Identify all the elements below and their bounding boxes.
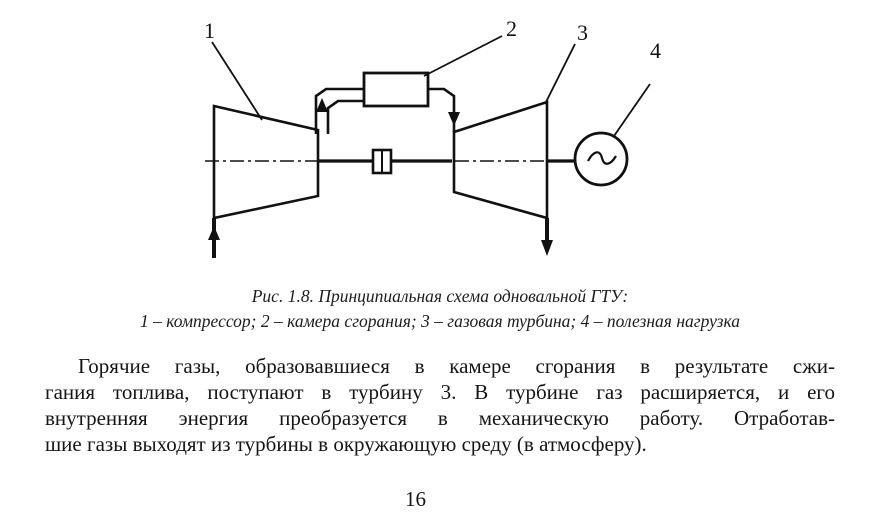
label-4-leader (613, 83, 651, 137)
paragraph-line: шие газы выходят из турбины в окружающую… (45, 432, 647, 456)
compressor-inlet-arrowhead (208, 226, 220, 240)
chamber-outlet-duct (428, 87, 456, 132)
gas-turbine-schematic: 1 2 3 4 (204, 16, 661, 258)
turbine-exhaust-arrowhead (541, 240, 553, 256)
gas-turbine-body (452, 100, 549, 220)
combustion-chamber (362, 71, 430, 108)
compressor-outlet-duct-inner (326, 99, 364, 134)
chamber-outlet-arrowhead (448, 112, 460, 126)
label-1-leader (211, 41, 263, 121)
paragraph-line: Горячие газы, образовавшиеся в камере сг… (78, 354, 835, 378)
body-paragraph: Горячие газы, образовавшиеся в камере сг… (45, 353, 835, 457)
label-3-leader (544, 43, 576, 105)
compressor-body (212, 104, 320, 220)
schematic-drawing: 1 2 3 4 (204, 16, 661, 258)
compressor-outlet-arrowhead (316, 98, 328, 112)
paragraph-line: гания топлива, поступают в турбину 3. В … (45, 380, 835, 404)
compressor-outlet-duct (314, 87, 364, 134)
figure-caption-title: Рис. 1.8. Принципиальная схема одновальн… (251, 286, 629, 306)
label-2-leader (423, 35, 503, 77)
label-2: 2 (506, 16, 517, 41)
figure-caption-legend: 1 – компрессор; 2 – камера сгорания; 3 –… (140, 311, 740, 331)
label-1: 1 (204, 18, 215, 43)
paragraph-line: внутренняя энергия преобразуется в механ… (45, 406, 835, 430)
book-page: 1 2 3 4 Рис. 1.8. Принципиальная схема о… (45, 16, 835, 511)
payload-generator (573, 131, 629, 187)
page-number: 16 (405, 487, 426, 511)
label-3: 3 (577, 20, 588, 45)
label-4: 4 (650, 38, 661, 63)
payload-sine-symbol (587, 151, 617, 165)
